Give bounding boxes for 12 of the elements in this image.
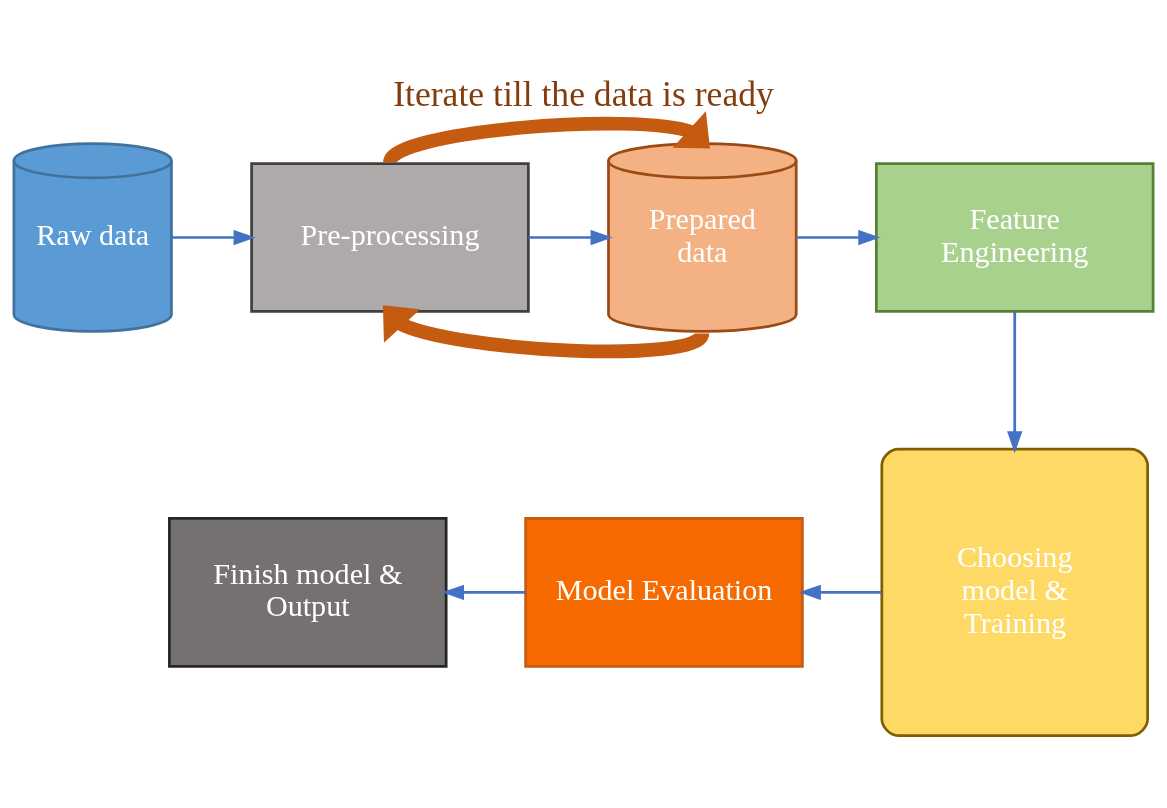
node-box: Pre-processing bbox=[250, 162, 530, 313]
arrow bbox=[798, 584, 882, 601]
arrow bbox=[528, 229, 613, 246]
node-box: Feature Engineering bbox=[875, 162, 1155, 313]
node-box: Finish model & Output bbox=[168, 517, 448, 668]
arrow bbox=[1007, 311, 1023, 454]
node-box: Model Evaluation bbox=[524, 517, 804, 668]
arrow bbox=[442, 584, 526, 601]
node-box: Choosing model & Training bbox=[880, 447, 1149, 737]
diagram-title: Iterate till the data is ready bbox=[393, 74, 774, 115]
arrow bbox=[171, 229, 256, 246]
arrow bbox=[796, 229, 881, 246]
